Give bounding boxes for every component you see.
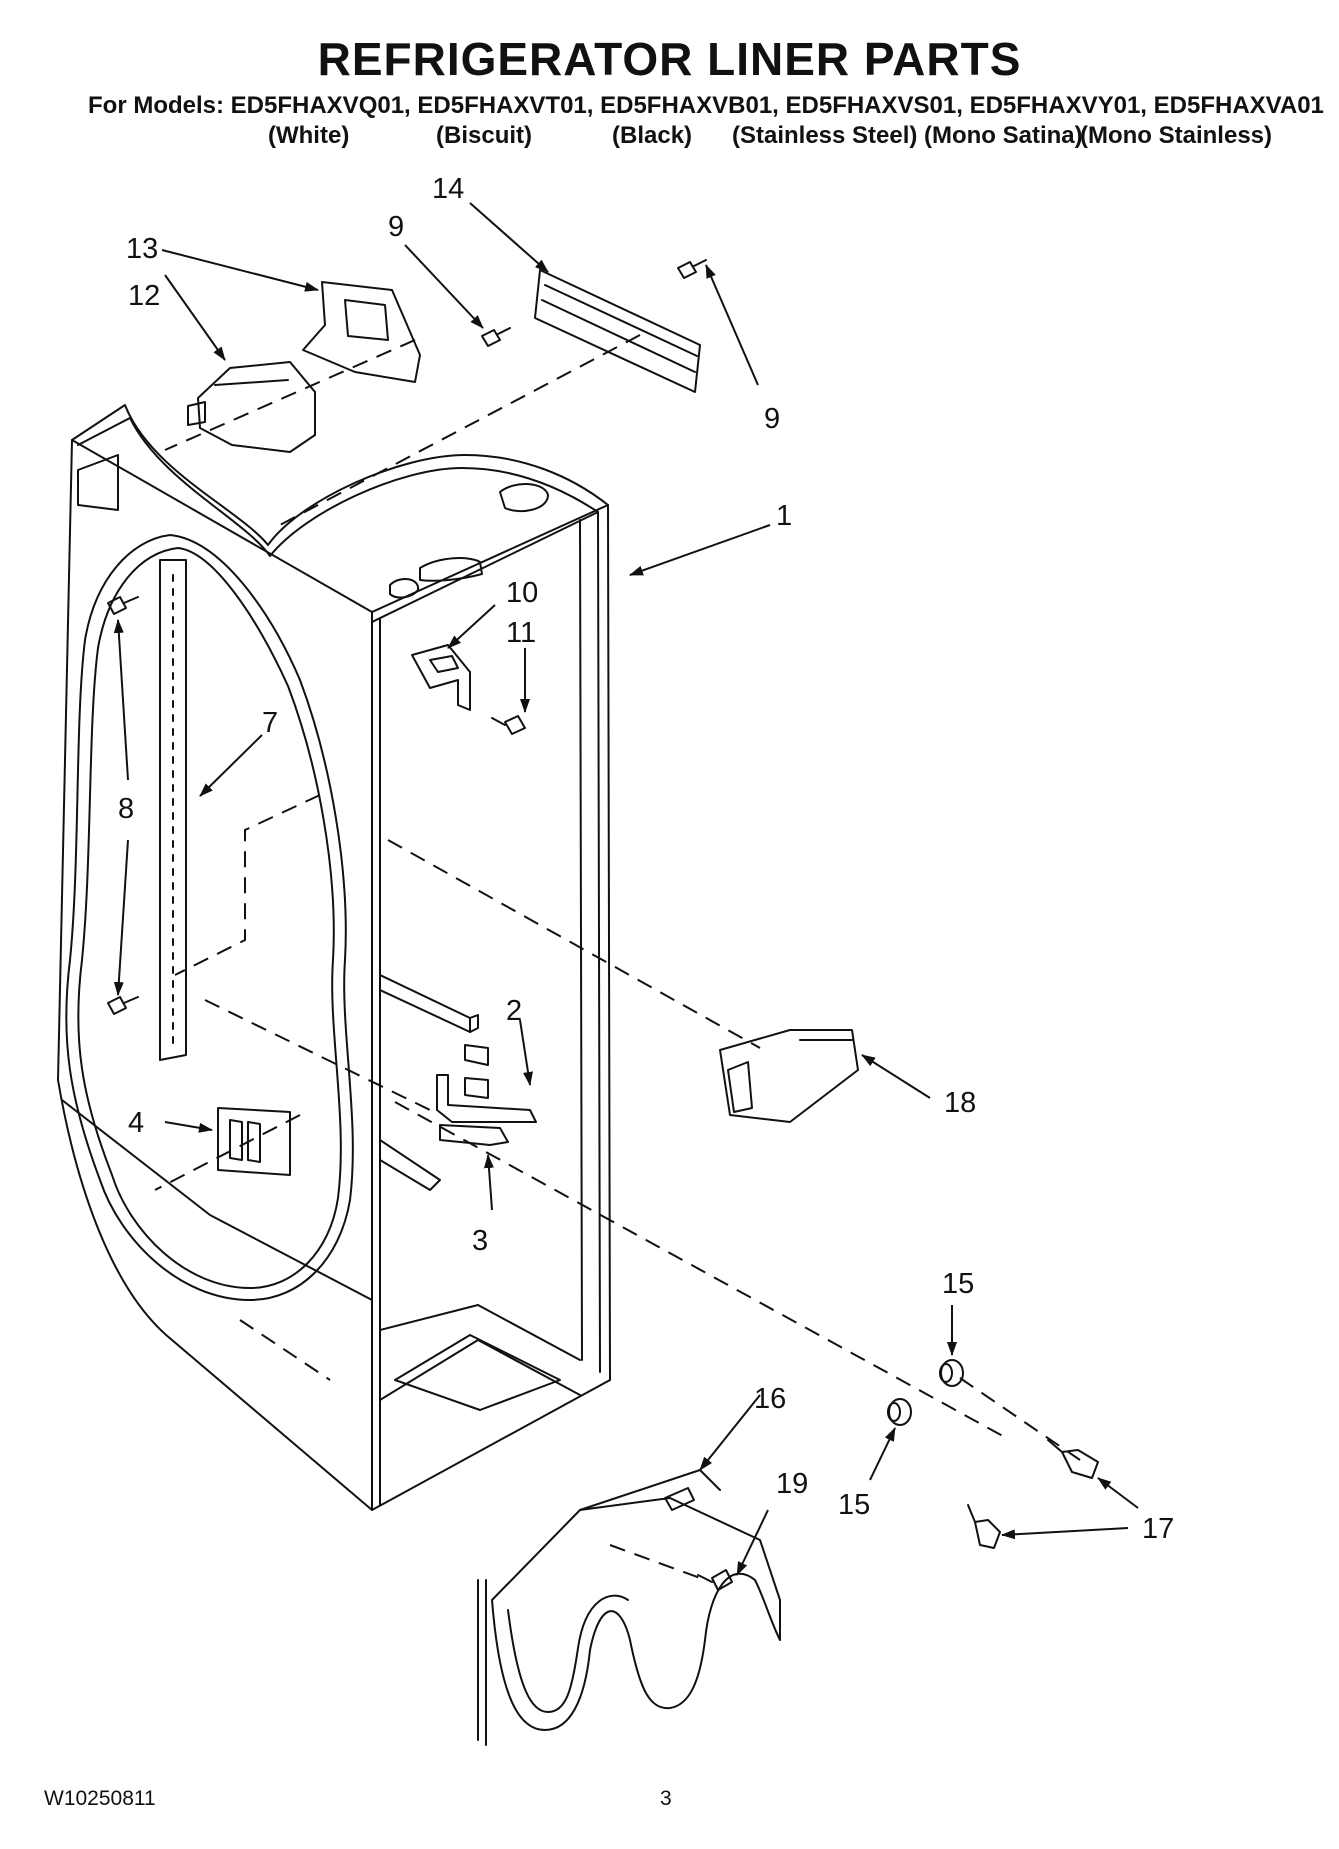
callout-19: 19 (776, 1468, 808, 1500)
callout-3: 3 (472, 1225, 488, 1257)
callout-2: 2 (506, 995, 522, 1027)
callout-1: 1 (776, 500, 792, 532)
callout-15-lower: 15 (838, 1489, 870, 1521)
ladder-screw-bottom (107, 996, 139, 1015)
ladder-screw-top (107, 596, 139, 615)
light-socket (217, 1107, 291, 1176)
shelf-ladder (159, 559, 187, 1061)
document-id: W10250811 (44, 1787, 156, 1810)
callout-9-duct: 9 (388, 211, 404, 243)
mullion-strip (534, 269, 701, 393)
air-duct-cover (302, 281, 421, 383)
callout-16: 16 (754, 1383, 786, 1415)
callout-11: 11 (506, 617, 536, 649)
callout-7: 7 (262, 707, 278, 739)
callout-10: 10 (506, 577, 538, 609)
callout-4: 4 (128, 1107, 144, 1139)
variant-stainless-steel: (Stainless Steel) (732, 122, 918, 149)
bracket-10 (411, 644, 471, 711)
variant-mono-satina: (Mono Satina) (924, 122, 1083, 149)
heater-assembly (477, 1469, 781, 1746)
page-number: 3 (660, 1787, 672, 1810)
shelf-supports (379, 974, 489, 1191)
page-title: REFRIGERATOR LINER PARTS (317, 33, 1022, 85)
dispenser-cover (719, 1029, 859, 1123)
grommet-15-right (939, 1359, 964, 1387)
leader-arrows (113, 202, 1139, 1576)
callout-9-mullion: 9 (764, 403, 780, 435)
callout-18: 18 (944, 1087, 976, 1119)
callout-13: 13 (126, 233, 158, 265)
screw-9-mullion (677, 259, 707, 279)
variant-biscuit: (Biscuit) (436, 122, 532, 149)
push-pin-17-lower (967, 1504, 1001, 1549)
shelf-support-3 (439, 1124, 509, 1146)
wiring-harness (65, 534, 354, 1301)
callout-8: 8 (118, 793, 134, 825)
assembly-lines (154, 334, 1081, 1579)
models-line: For Models: ED5FHAXVQ01, ED5FHAXVT01, ED… (88, 92, 1324, 119)
grommet-15-left (887, 1398, 912, 1426)
shelf-support-2 (436, 1074, 537, 1123)
liner-cabinet (57, 404, 611, 1511)
callout-15-upper: 15 (942, 1268, 974, 1300)
variant-mono-stainless: (Mono Stainless) (1080, 122, 1273, 149)
callout-17: 17 (1142, 1513, 1174, 1545)
screw-9-duct (481, 327, 511, 347)
screw-19 (697, 1569, 733, 1591)
air-duct-housing (187, 361, 316, 453)
push-pin-17-upper (1047, 1439, 1099, 1479)
callout-12: 12 (128, 280, 160, 312)
variant-white: (White) (268, 122, 350, 149)
callout-14: 14 (432, 173, 464, 205)
variant-black: (Black) (612, 122, 693, 149)
screw-11 (491, 715, 526, 735)
